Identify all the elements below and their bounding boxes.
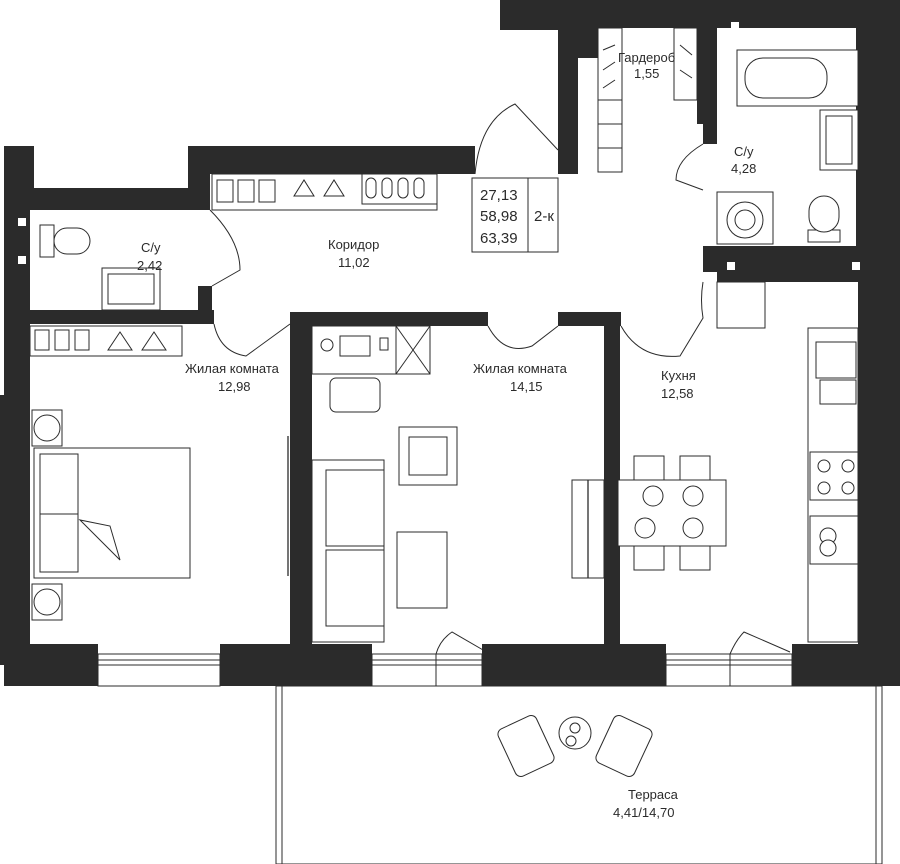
kitchen-furniture (617, 281, 859, 643)
apartment-type: 2-к (534, 208, 554, 225)
bathroom-right-name: С/у (734, 144, 754, 159)
left-bathroom-furniture (39, 224, 161, 311)
doors (209, 103, 791, 655)
corridor-furniture (211, 173, 559, 253)
bedroom-name: Жилая комната (185, 361, 280, 376)
summary-label: 27,13 58,98 63,39 2-к (480, 187, 554, 247)
living-room-furniture (311, 325, 605, 643)
living-area-value: 27,13 (480, 187, 518, 204)
bathroom-left-area: 2,42 (137, 258, 162, 273)
bathroom-left-name: С/у (141, 240, 161, 255)
corridor-area: 11,02 (338, 255, 370, 270)
bedroom-furniture (29, 325, 289, 621)
living-room-name: Жилая комната (473, 361, 568, 376)
wardrobe-furniture (597, 27, 698, 173)
total-area-value: 58,98 (480, 208, 518, 225)
room-labels: Гардероб 1,55 С/у 4,28 С/у 2,42 Коридор … (137, 50, 756, 820)
terrace-name: Терраса (628, 787, 679, 802)
terrace (275, 685, 883, 864)
terrace-area: 4,41/14,70 (613, 805, 674, 820)
corridor-name: Коридор (328, 237, 379, 252)
bathroom-right-area: 4,28 (731, 161, 756, 176)
right-bathroom-furniture (716, 49, 859, 245)
kitchen-name: Кухня (661, 368, 696, 383)
wardrobe-area: 1,55 (634, 66, 659, 81)
wardrobe-name: Гардероб (618, 50, 675, 65)
bedroom-area: 12,98 (218, 379, 251, 394)
walls (0, 0, 900, 686)
total-with-terrace-value: 63,39 (480, 230, 518, 247)
kitchen-area: 12,58 (661, 386, 694, 401)
windows (97, 653, 793, 687)
living-room-area: 14,15 (510, 379, 543, 394)
